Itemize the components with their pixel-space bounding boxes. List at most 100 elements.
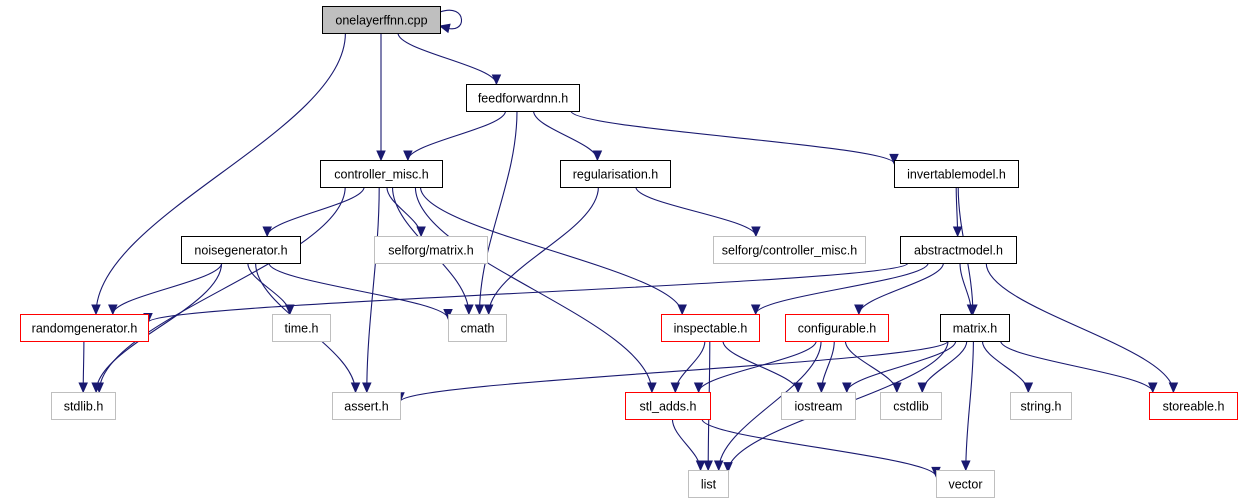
edge-onelayerffnn-cpp-to-feedforwardnn-h [397,32,502,86]
edge-abstractmodel-h-to-matrix-h [959,262,977,316]
edge-configurable-h-to-list [713,340,822,472]
node-box-stdlib-h [51,392,116,420]
edge-inspectable-h-to-stl-adds-h [670,340,706,394]
node-inspectable-h[interactable]: inspectable.h [661,314,760,342]
node-box-inspectable-h [661,314,760,342]
node-box-stl-adds-h [625,392,711,420]
edge-matrix-h-to-cstdlib [917,340,968,394]
node-selforg-controller-misc-h[interactable]: selforg/controller_misc.h [713,236,866,264]
node-box-assert-h [332,392,401,420]
node-iostream[interactable]: iostream [781,392,856,420]
node-selforg-matrix-h[interactable]: selforg/matrix.h [374,236,488,264]
edge-onelayerffnn-cpp-to-controller-misc-h [376,33,386,162]
edge-stl-adds-h-to-vector [701,418,941,478]
node-list[interactable]: list [688,470,729,498]
node-box-invertablemodel-h [894,160,1019,188]
node-vector[interactable]: vector [936,470,995,498]
node-label-regularisation-h: regularisation.h [573,168,659,182]
node-label-time-h: time.h [284,322,318,336]
node-label-vector: vector [948,478,982,492]
edge-abstractmodel-h-to-randomgenerator-h [143,262,909,324]
edge-matrix-h-to-iostream [842,340,957,394]
node-label-feedforwardnn-h: feedforwardnn.h [478,92,568,106]
node-feedforwardnn-h[interactable]: feedforwardnn.h [466,84,580,112]
node-box-cmath [448,314,507,342]
node-regularisation-h[interactable]: regularisation.h [560,160,671,188]
edge-matrix-h-to-string-h [981,340,1034,394]
node-label-inspectable-h: inspectable.h [674,322,748,336]
edge-matrix-h-to-vector [961,340,974,472]
edge-noisegenerator-h-to-stdlib-h [91,262,223,394]
node-box-randomgenerator-h [20,314,149,342]
node-box-controller-misc-h [320,160,443,188]
edge-inspectable-h-to-iostream [722,340,803,394]
edge-feedforwardnn-h-to-regularisation-h [533,110,603,162]
node-label-configurable-h: configurable.h [798,322,877,336]
node-string-h[interactable]: string.h [1010,392,1072,420]
node-stdlib-h[interactable]: stdlib.h [51,392,116,420]
edge-configurable-h-to-iostream [816,340,835,394]
edge-noisegenerator-h-to-randomgenerator-h [108,262,223,316]
edge-configurable-h-to-stl-adds-h [693,340,817,394]
node-box-list [688,470,729,498]
node-label-randomgenerator-h: randomgenerator.h [32,322,138,336]
node-label-string-h: string.h [1021,400,1062,414]
node-box-string-h [1010,392,1072,420]
edge-controller-misc-h-to-assert-h [362,186,380,394]
node-box-configurable-h [785,314,889,342]
node-box-matrix-h [940,314,1010,342]
edge-onelayerffnn-cpp-to-onelayerffnn-cpp [438,9,463,34]
node-invertablemodel-h[interactable]: invertablemodel.h [894,160,1019,188]
node-box-selforg-controller-misc-h [713,236,866,264]
node-abstractmodel-h[interactable]: abstractmodel.h [900,236,1017,264]
node-stl-adds-h[interactable]: stl_adds.h [625,392,711,420]
node-label-selforg-controller-misc-h: selforg/controller_misc.h [722,244,858,258]
node-configurable-h[interactable]: configurable.h [785,314,889,342]
edge-onelayerffnn-cpp-to-randomgenerator-h [91,32,346,316]
edge-configurable-h-to-cstdlib [844,340,902,394]
edge-controller-misc-h-to-inspectable-h [419,186,687,316]
edge-abstractmodel-h-to-configurable-h [854,262,944,316]
node-label-iostream: iostream [795,400,843,414]
node-time-h[interactable]: time.h [272,314,331,342]
node-controller-misc-h[interactable]: controller_misc.h [320,160,443,188]
node-onelayerffnn-cpp[interactable]: onelayerffnn.cpp [322,6,441,34]
node-label-abstractmodel-h: abstractmodel.h [914,244,1003,258]
edge-noisegenerator-h-to-cmath [268,262,453,320]
node-cstdlib[interactable]: cstdlib [880,392,942,420]
edge-feedforwardnn-h-to-invertablemodel-h [570,110,899,165]
node-label-stdlib-h: stdlib.h [64,400,104,414]
node-label-cmath: cmath [460,322,494,336]
edge-abstractmodel-h-to-storeable-h [985,262,1179,394]
node-box-iostream [781,392,856,420]
edge-feedforwardnn-h-to-cmath [474,110,518,316]
node-label-selforg-matrix-h: selforg/matrix.h [388,244,473,258]
node-box-cstdlib [880,392,942,420]
edge-stl-adds-h-to-list [671,418,706,472]
node-label-cstdlib: cstdlib [893,400,928,414]
node-noisegenerator-h[interactable]: noisegenerator.h [181,236,301,264]
edge-invertablemodel-h-to-abstractmodel-h [952,186,963,238]
edge-noisegenerator-h-to-time-h [247,262,295,316]
node-label-stl-adds-h: stl_adds.h [640,400,697,414]
node-storeable-h[interactable]: storeable.h [1149,392,1238,420]
node-label-invertablemodel-h: invertablemodel.h [907,168,1006,182]
node-label-noisegenerator-h: noisegenerator.h [194,244,287,258]
nodes-layer: onelayerffnn.cpp feedforwardnn.h controlle… [20,6,1238,498]
node-label-list: list [701,478,717,492]
node-box-onelayerffnn-cpp [322,6,441,34]
node-cmath[interactable]: cmath [448,314,507,342]
edge-controller-misc-h-to-stdlib-h [94,186,346,394]
node-assert-h[interactable]: assert.h [332,392,401,420]
edges-layer [78,9,1179,478]
edge-abstractmodel-h-to-inspectable-h [750,262,929,316]
node-matrix-h[interactable]: matrix.h [940,314,1010,342]
node-label-matrix-h: matrix.h [953,322,998,336]
edge-regularisation-h-to-cmath [483,186,599,316]
node-box-vector [936,470,995,498]
node-box-selforg-matrix-h [374,236,488,264]
node-randomgenerator-h[interactable]: randomgenerator.h [20,314,149,342]
edge-randomgenerator-h-to-stdlib-h [78,340,88,394]
node-label-controller-misc-h: controller_misc.h [334,168,429,182]
